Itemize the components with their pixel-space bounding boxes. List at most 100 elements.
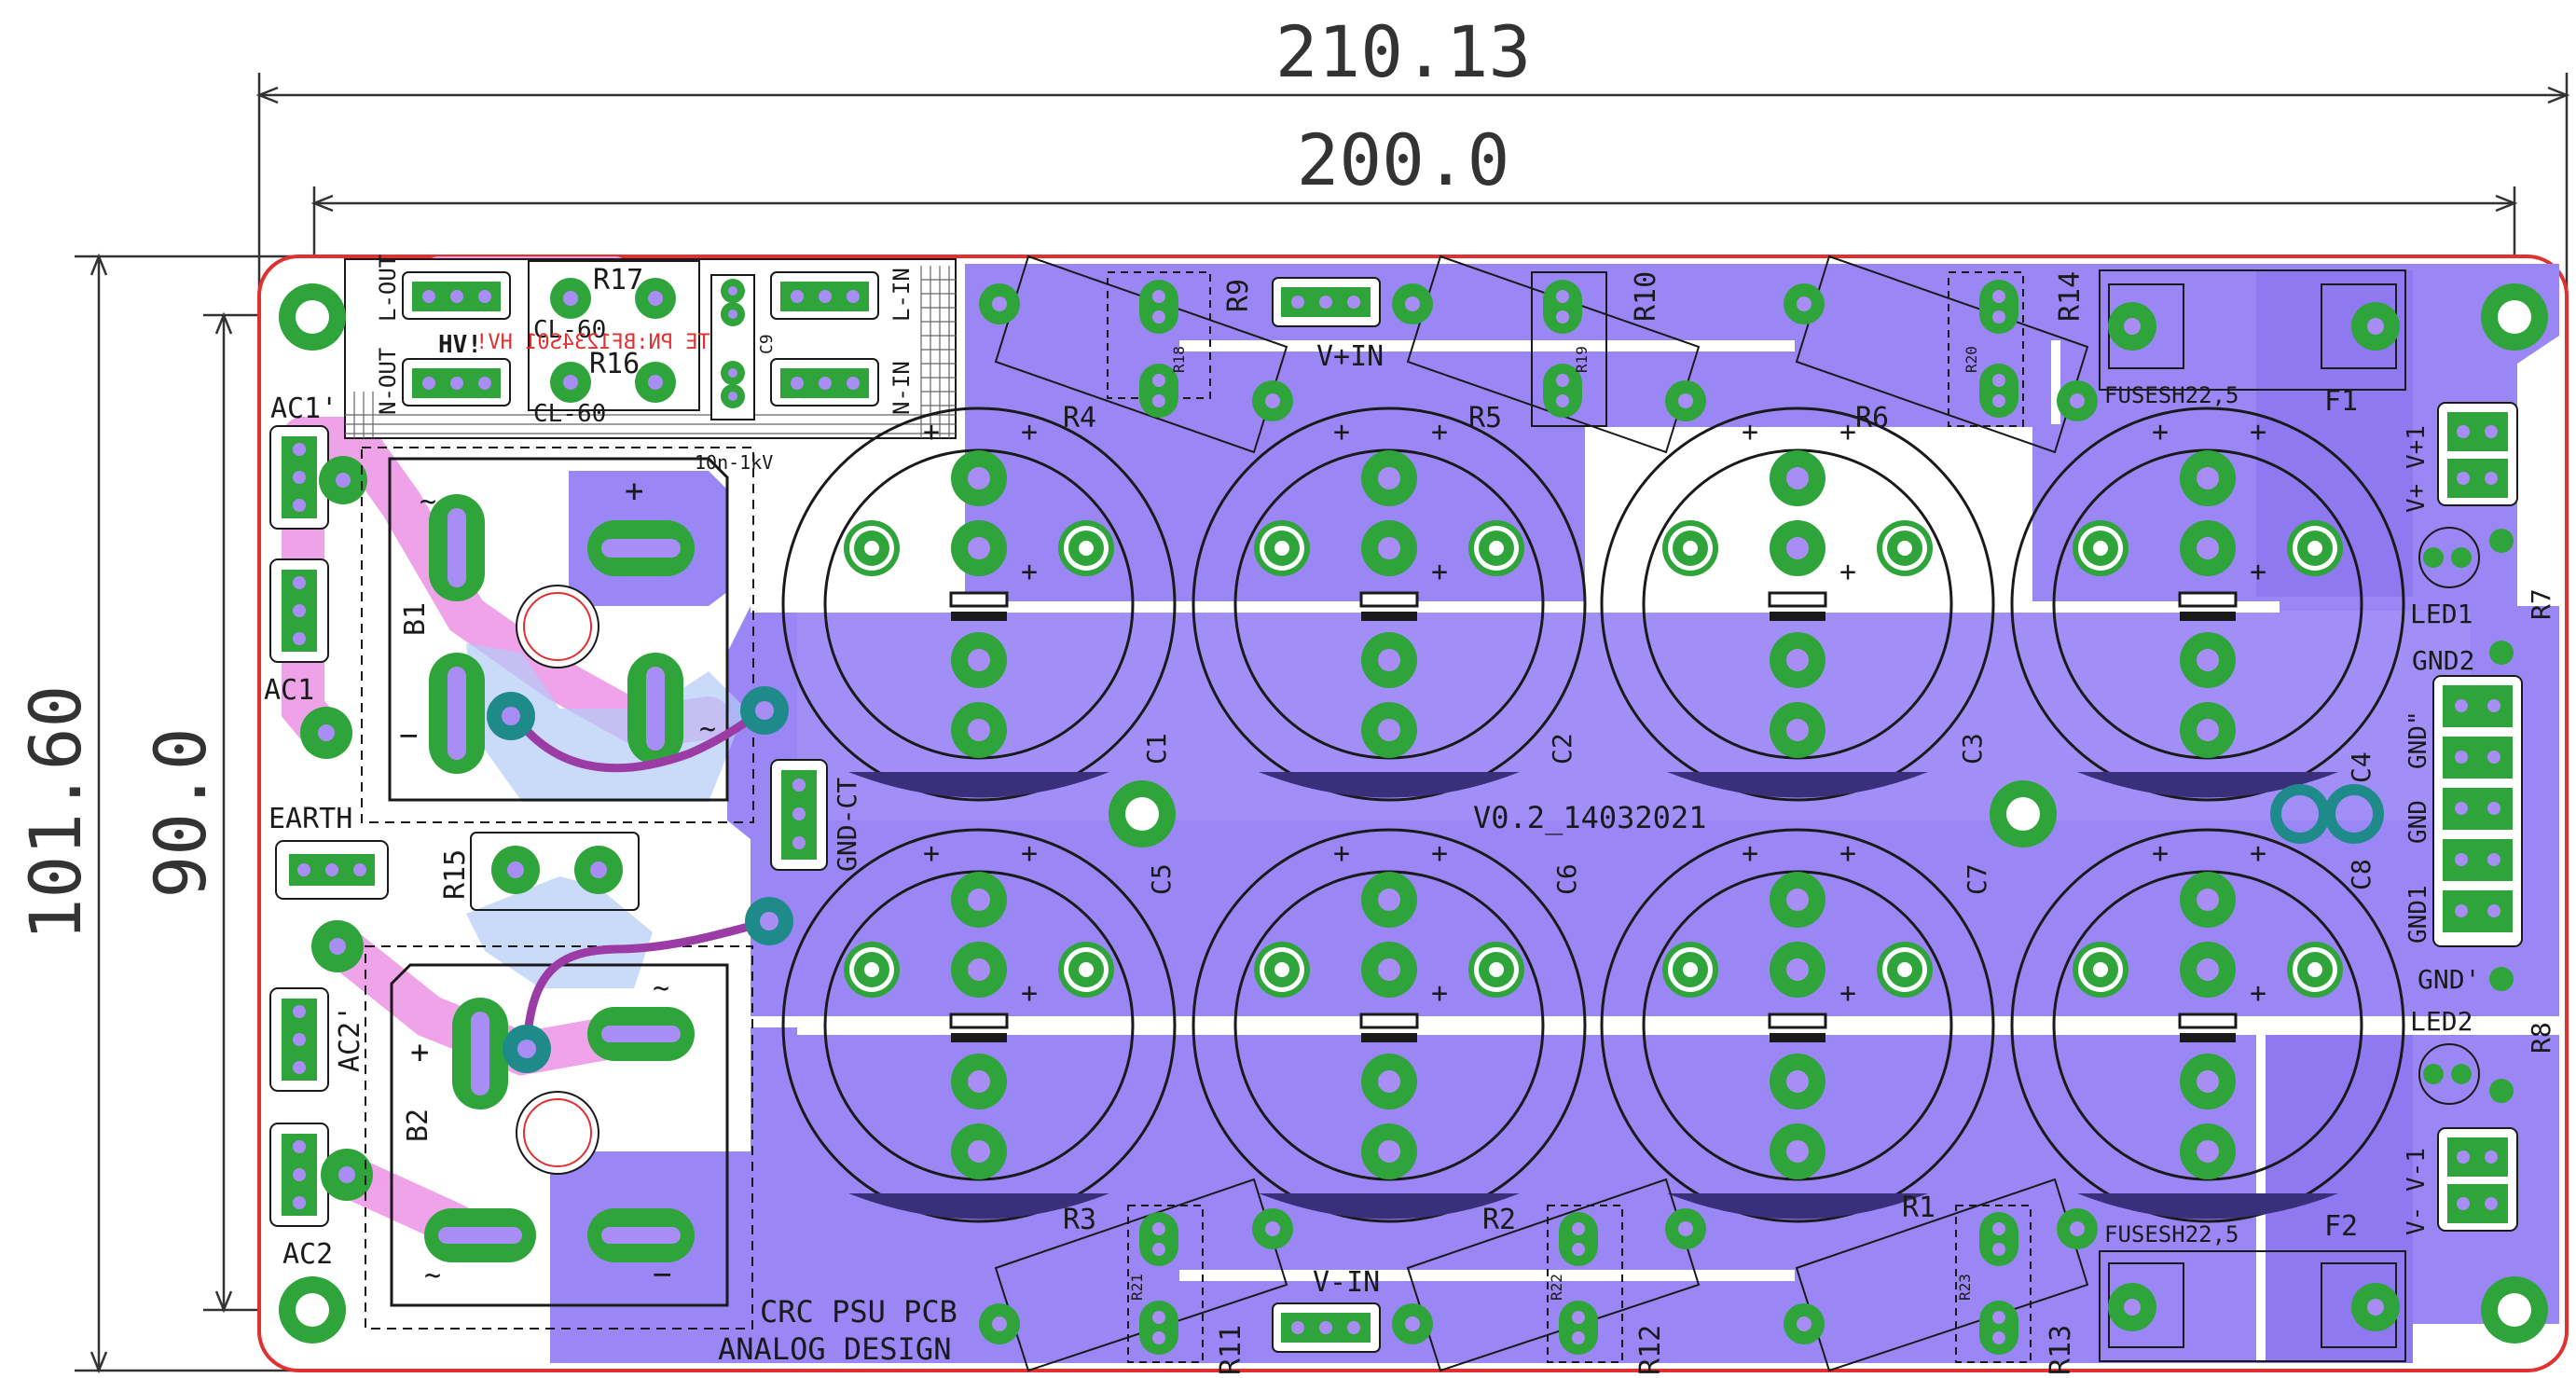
label-hv: HV! xyxy=(438,331,482,359)
capacitor-pad-hole xyxy=(968,537,990,559)
label-r9: R9 xyxy=(1222,279,1255,312)
capacitor-plus: + xyxy=(923,416,940,448)
label-r18: R18 xyxy=(1170,346,1188,373)
label-c9-value: 10n-1kV xyxy=(695,451,773,474)
capacitor-polarity-bar xyxy=(1361,612,1417,621)
dim-outer-height-label: 101.60 xyxy=(14,685,97,942)
label-r4: R4 xyxy=(1063,402,1096,434)
dim-inner-width-label: 200.0 xyxy=(1297,118,1510,201)
capacitor-ring-hole xyxy=(2093,541,2108,556)
c8-pad-b xyxy=(2324,784,2384,844)
label-ac2: AC2 xyxy=(282,1238,333,1271)
capacitor-outer xyxy=(1600,828,1995,1223)
label-l-out: L-OUT xyxy=(375,255,401,322)
label-led1: LED1 xyxy=(2410,599,2473,629)
label-ac1: AC1 xyxy=(264,674,314,707)
capacitor-pad-hole xyxy=(2197,1070,2219,1093)
label-f2: F2 xyxy=(2324,1210,2358,1243)
label-r1: R1 xyxy=(1902,1192,1935,1224)
capacitor-plus: + xyxy=(1021,837,1038,870)
capacitor-stripe xyxy=(848,772,1109,798)
capacitor-polarity-mark xyxy=(1359,1013,1419,1029)
capacitor-pad-hole xyxy=(1378,719,1400,741)
label-cl60-top: CL-60 xyxy=(533,316,606,344)
capacitor-pad-hole xyxy=(2197,649,2219,671)
label-v-plus-in: V+IN xyxy=(1316,340,1384,373)
top-resistor-labels: R4 R5 R6 R9 R10 R14 R18 R19 R20 V+IN xyxy=(1063,271,2087,434)
b1-mount-hole xyxy=(516,585,599,668)
capacitor-ring-hole xyxy=(2307,962,2322,977)
label-r8: R8 xyxy=(2526,1022,2556,1054)
label-gnd-dq: GND" xyxy=(2404,710,2432,769)
label-r10: R10 xyxy=(1630,271,1662,322)
label-r22: R22 xyxy=(1548,1274,1565,1301)
label-gnd: GND xyxy=(2404,800,2432,844)
capacitor-stripe xyxy=(848,1193,1109,1220)
r21-outline xyxy=(1127,1205,1204,1363)
capacitor: +++ xyxy=(1600,828,1995,1223)
label-c8: C8 xyxy=(2346,859,2376,890)
dim-arrow xyxy=(214,1290,233,1314)
capacitor-polarity-bar xyxy=(1770,1033,1825,1042)
r22-outline xyxy=(1547,1205,1623,1363)
capacitor-pad-hole xyxy=(1786,1070,1809,1093)
dim-arrow xyxy=(310,194,334,213)
capacitor-polarity-bar xyxy=(2180,612,2236,621)
capacitor-plus: + xyxy=(1839,556,1856,588)
capacitor-ring-hole xyxy=(864,962,879,977)
top-resistor-pads xyxy=(979,280,2098,421)
label-l-in: L-IN xyxy=(889,268,915,322)
label-b2: B2 xyxy=(402,1109,434,1142)
capacitor-pad-hole xyxy=(2197,467,2219,489)
b1-plus-sign: + xyxy=(625,473,643,510)
capacitor-polarity-bar xyxy=(2180,1033,2236,1042)
label-r14: R14 xyxy=(2054,271,2087,322)
bottom-resistor-pads xyxy=(979,1208,2098,1355)
trace-b2 xyxy=(522,916,771,1047)
capacitor-plus: + xyxy=(1333,416,1350,448)
capacitor-plus: + xyxy=(1431,977,1448,1010)
capacitor-outer xyxy=(1192,828,1587,1223)
capacitor-polarity-mark xyxy=(2178,1013,2238,1029)
capacitor-pad-hole xyxy=(1786,958,1809,981)
capacitor-plus: + xyxy=(923,837,940,870)
capacitor-label: C1 xyxy=(1141,733,1172,765)
led2-outline xyxy=(2418,1043,2480,1105)
b2-ac-sym-2: ~ xyxy=(424,1260,441,1292)
label-v-plus-out: V+ V+1 xyxy=(2403,425,2431,513)
label-r23: R23 xyxy=(1956,1274,1974,1301)
label-r2: R2 xyxy=(1482,1204,1516,1236)
capacitor-plus: + xyxy=(2250,837,2266,870)
capacitor-label: C3 xyxy=(1957,733,1988,765)
capacitor-ring-hole xyxy=(1489,962,1504,977)
label-c4: C4 xyxy=(2346,751,2376,783)
capacitor-pad-hole xyxy=(1378,1070,1400,1093)
capacitor-polarity-bar xyxy=(1770,612,1825,621)
capacitor-pad-hole xyxy=(1378,1140,1400,1163)
capacitor-pad-hole xyxy=(968,649,990,671)
label-v-minus-out: V- V-1 xyxy=(2403,1148,2431,1235)
capacitor-plus: + xyxy=(1742,837,1758,870)
capacitor-plus: + xyxy=(1333,837,1350,870)
capacitor-plus: + xyxy=(1431,416,1448,448)
capacitor-pad-hole xyxy=(2197,719,2219,741)
board-title-line1: CRC PSU PCB xyxy=(760,1294,957,1330)
capacitor-pad-hole xyxy=(1786,889,1809,911)
r16-r17-outline xyxy=(528,260,700,411)
capacitor-polarity-mark xyxy=(949,591,1009,608)
led1-outline xyxy=(2418,527,2480,588)
label-r19: R19 xyxy=(1573,346,1591,373)
label-r21: R21 xyxy=(1128,1274,1146,1301)
capacitor-polarity-bar xyxy=(1361,1033,1417,1042)
capacitor-pad-hole xyxy=(968,719,990,741)
label-r6: R6 xyxy=(1855,402,1889,434)
label-gnd-q: GND' xyxy=(2418,964,2480,995)
r15-outline xyxy=(470,832,640,911)
capacitor-ring-hole xyxy=(1897,962,1912,977)
capacitor-polarity-mark xyxy=(949,1013,1009,1029)
label-r16: R16 xyxy=(589,348,640,380)
r20-outline xyxy=(1948,271,2024,427)
capacitor-plus: + xyxy=(1431,556,1448,588)
label-cl60-bottom: CL-60 xyxy=(533,400,606,428)
capacitor-plus: + xyxy=(1742,416,1758,448)
